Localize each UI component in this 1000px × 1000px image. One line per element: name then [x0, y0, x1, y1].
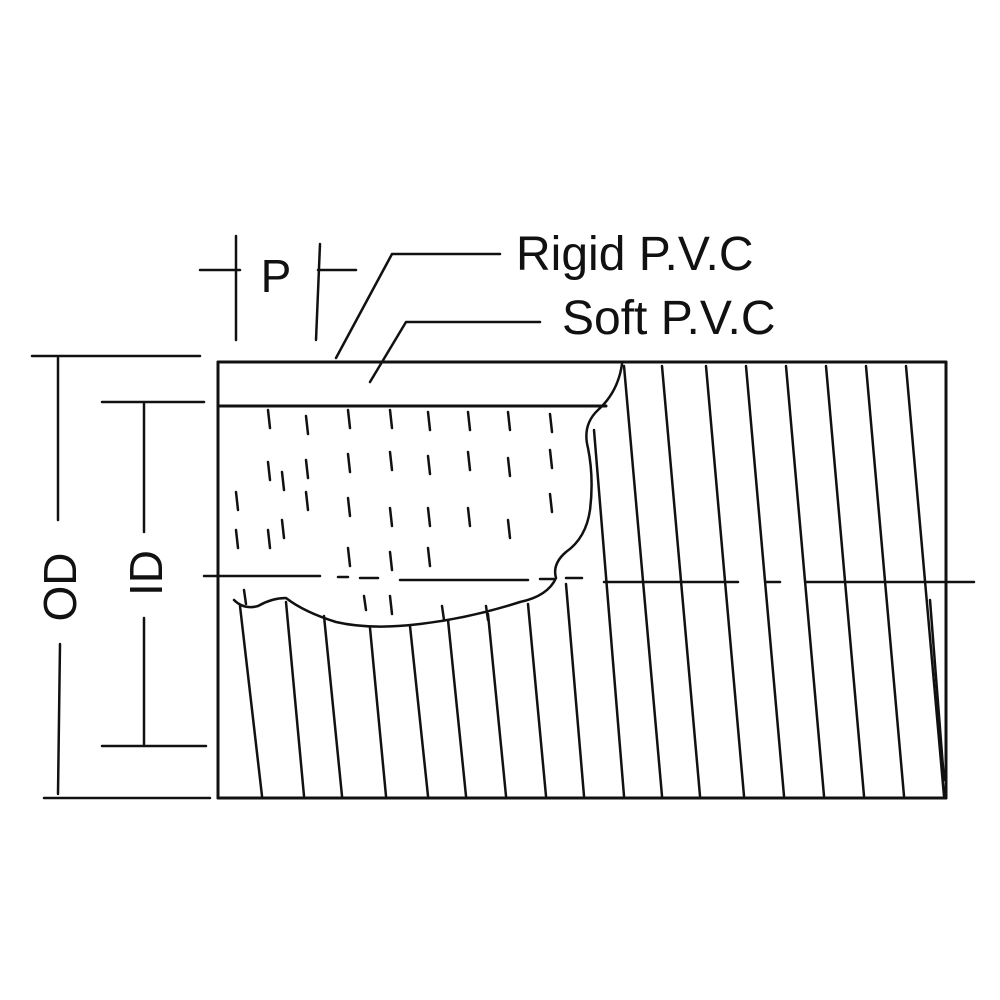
hatch-mark [440, 604, 446, 622]
hatch-mark [304, 414, 310, 436]
hatch-mark [466, 506, 472, 528]
spiral-line [526, 602, 548, 798]
spiral-line [784, 364, 826, 798]
spiral-line [238, 604, 264, 798]
hatch-mark [388, 550, 394, 572]
rigid-pvc-label: Rigid P.V.C [516, 228, 754, 281]
hatch-mark [266, 460, 272, 482]
hatch-mark [506, 410, 512, 432]
spiral-line [928, 598, 946, 782]
hatch-mark [362, 594, 368, 612]
hatch-mark [506, 456, 512, 478]
od-label: OD [34, 553, 86, 622]
hatch-mark [346, 452, 352, 474]
id-dimension [100, 400, 208, 748]
hatch-mark [346, 408, 352, 430]
hatch-mark [346, 496, 352, 518]
hatch-mark [426, 410, 432, 432]
hatch-mark [266, 408, 272, 430]
hatch-mark [304, 458, 310, 480]
hatch-mark [280, 470, 286, 492]
hatch-mark [234, 528, 240, 550]
hatch-mark [388, 506, 394, 528]
soft-pvc-label: Soft P.V.C [562, 292, 776, 345]
spiral-line [446, 618, 468, 798]
hatch-mark [426, 506, 432, 528]
hatch-mark [466, 410, 472, 432]
cutaway-interior-hatch [234, 408, 554, 622]
spiral-line [744, 364, 786, 798]
hatch-mark [242, 588, 248, 606]
hatch-mark [388, 594, 394, 616]
hatch-mark [426, 546, 432, 568]
hatch-mark [346, 546, 352, 568]
hatch-mark [280, 518, 286, 540]
spiral-line [368, 626, 388, 798]
spiral-line [408, 624, 430, 798]
spiral-line [284, 600, 306, 798]
material-leaders [334, 252, 542, 384]
cutaway-boundary [232, 362, 624, 628]
pitch-extension-right [314, 242, 322, 342]
hatch-mark [234, 490, 240, 512]
hatch-mark [388, 450, 394, 472]
center-line [202, 574, 976, 584]
hatch-mark [548, 412, 554, 434]
od-dimension [30, 354, 212, 800]
pitch-label: P [261, 250, 292, 302]
spiral-line [592, 428, 626, 798]
hatch-mark [506, 518, 512, 540]
hatch-mark [548, 448, 554, 470]
hatch-mark [304, 490, 310, 512]
hatch-mark [266, 528, 272, 550]
hatch-mark [388, 408, 394, 430]
hatch-mark [548, 492, 554, 514]
rigid-pvc-leader [334, 252, 502, 360]
spiral-line [486, 612, 508, 798]
spiral-line [564, 582, 586, 798]
pitch-dimension [198, 234, 358, 342]
hatch-mark [466, 450, 472, 472]
soft-pvc-leader [368, 320, 542, 384]
id-label: ID [120, 550, 172, 596]
hose-body [216, 360, 948, 800]
hatch-mark [426, 454, 432, 476]
spiral-line [322, 614, 344, 798]
od-dimension-line-bottom [56, 642, 62, 796]
